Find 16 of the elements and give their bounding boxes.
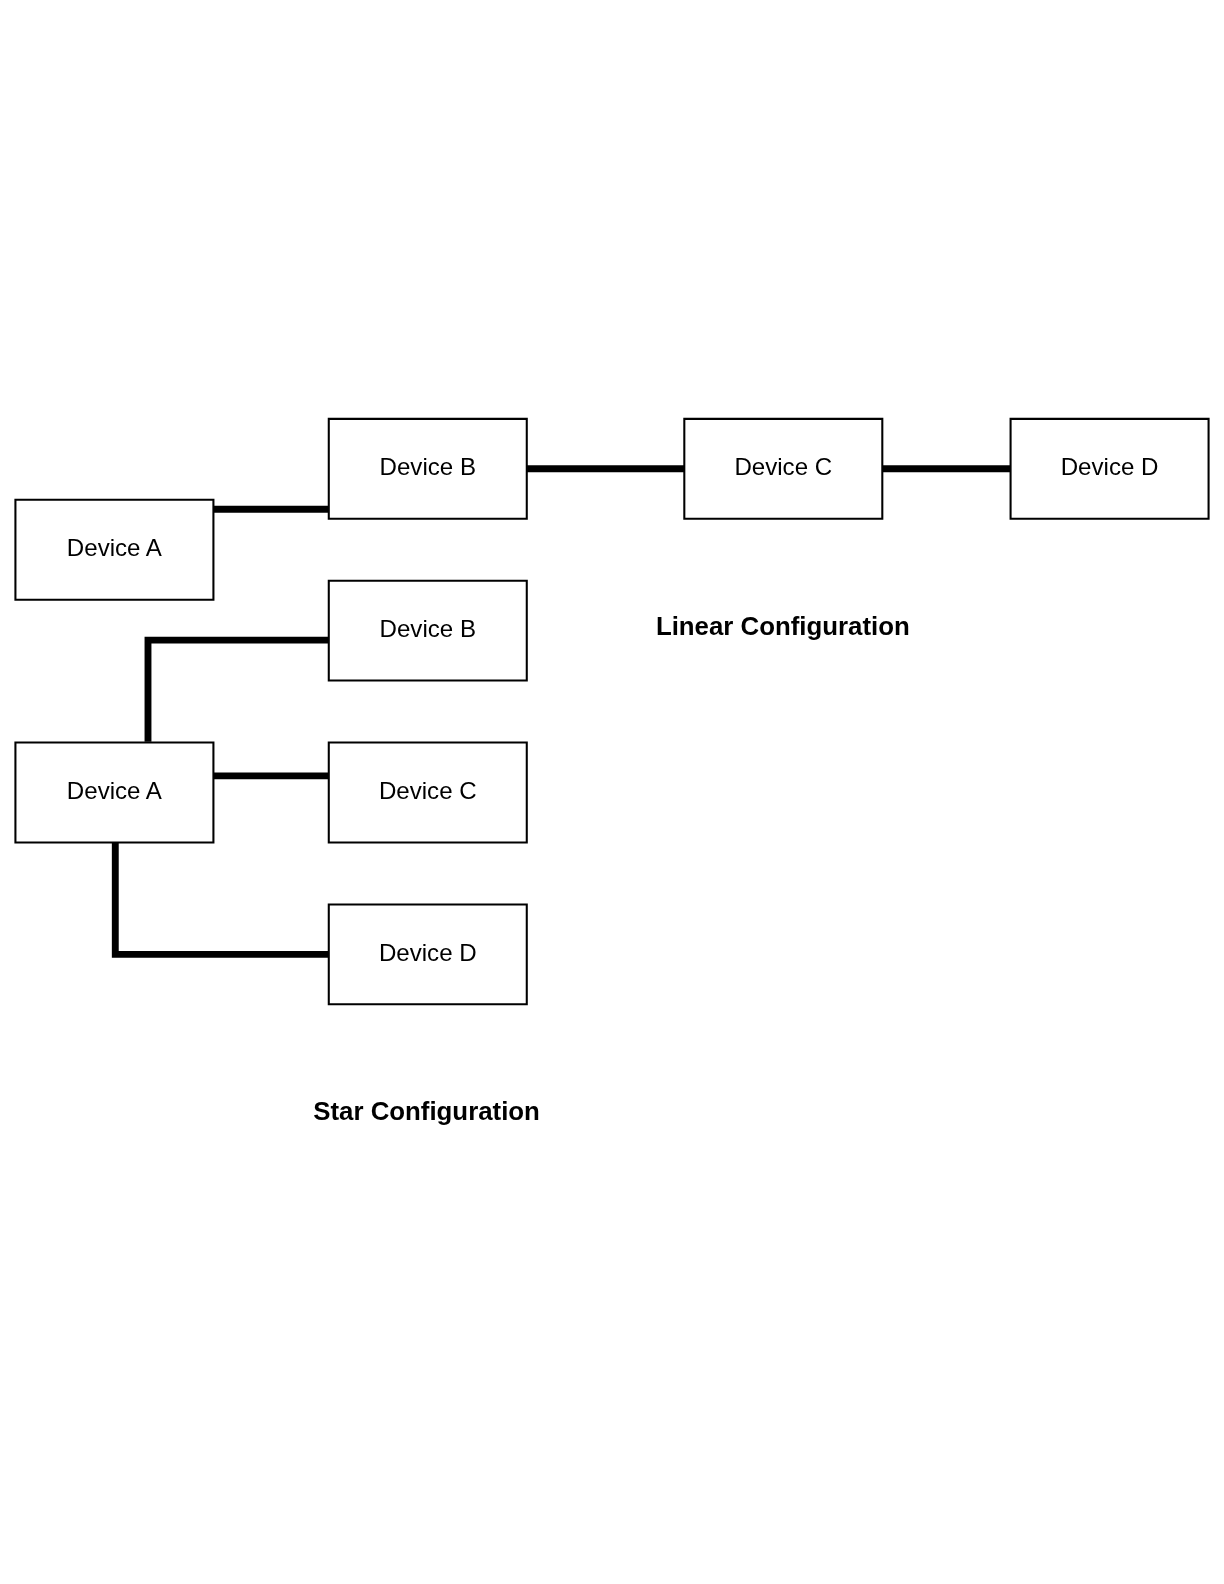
- node-box: Device D: [1009, 417, 1210, 520]
- node-box: Device D: [327, 902, 528, 1005]
- node-box: Device B: [327, 417, 528, 520]
- node-box: Device B: [327, 579, 528, 682]
- node-box: Device A: [14, 498, 215, 601]
- label: Star Configuration: [313, 1096, 540, 1125]
- node-box: Device A: [14, 741, 215, 843]
- connector: [882, 464, 1011, 472]
- node-box: Device C: [683, 417, 884, 520]
- connector: [213, 771, 329, 779]
- label: Linear Configuration: [655, 611, 910, 640]
- connector: [144, 636, 329, 742]
- connector: [526, 464, 685, 472]
- connector: [111, 842, 329, 958]
- node-box: Device C: [327, 741, 528, 843]
- connector: [213, 505, 329, 513]
